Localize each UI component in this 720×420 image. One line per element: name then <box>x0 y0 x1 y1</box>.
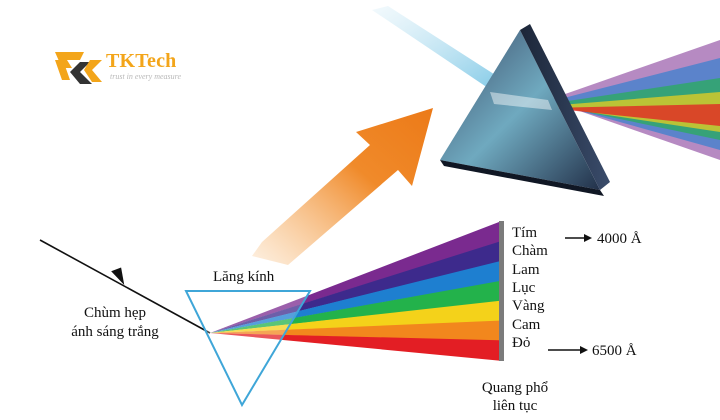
spectrum-label-line1: Quang phổ <box>481 380 549 396</box>
spectrum-band-1 <box>210 222 499 333</box>
spectrum-band-4 <box>210 281 499 333</box>
prism-photo-icon <box>372 6 720 196</box>
prism-outline <box>184 290 312 408</box>
spectrum-color-label: Cam <box>512 316 541 333</box>
incident-label-line2: ánh sáng trắng <box>71 324 159 340</box>
tktech-logo-icon <box>55 52 102 84</box>
spectrum-color-label: Vàng <box>512 298 545 315</box>
spectrum-label-line2: liên tục <box>492 398 538 414</box>
wavelength-top: 4000 Å <box>597 231 642 247</box>
orange-arrow-icon <box>252 108 433 265</box>
spectrum-color-label: Đỏ <box>512 334 531 351</box>
spectrum-fan <box>210 222 499 361</box>
spectrum-color-label: Lục <box>512 279 536 296</box>
spectrum-band-7 <box>210 333 499 361</box>
incident-ray <box>39 239 211 334</box>
spectrum-band-6 <box>210 320 499 341</box>
wavelength-bottom: 6500 Å <box>592 343 637 359</box>
spectrum-band-3 <box>210 261 499 333</box>
prism-label: Lăng kính <box>213 269 275 285</box>
spectrum-color-label: Lam <box>512 261 540 278</box>
logo-brand: TKTech <box>106 50 177 72</box>
logo-tagline: trust in every measure <box>110 72 182 81</box>
spectrum-screen <box>499 221 504 361</box>
spectrum-band-2 <box>210 241 499 333</box>
incident-label-line1: Chùm hẹp <box>83 305 147 321</box>
spectrum-color-label: Chàm <box>512 243 548 260</box>
spectrum-band-5 <box>210 300 499 333</box>
spectrum-color-label: Tím <box>512 225 537 241</box>
wavelength-arrows <box>548 234 592 354</box>
